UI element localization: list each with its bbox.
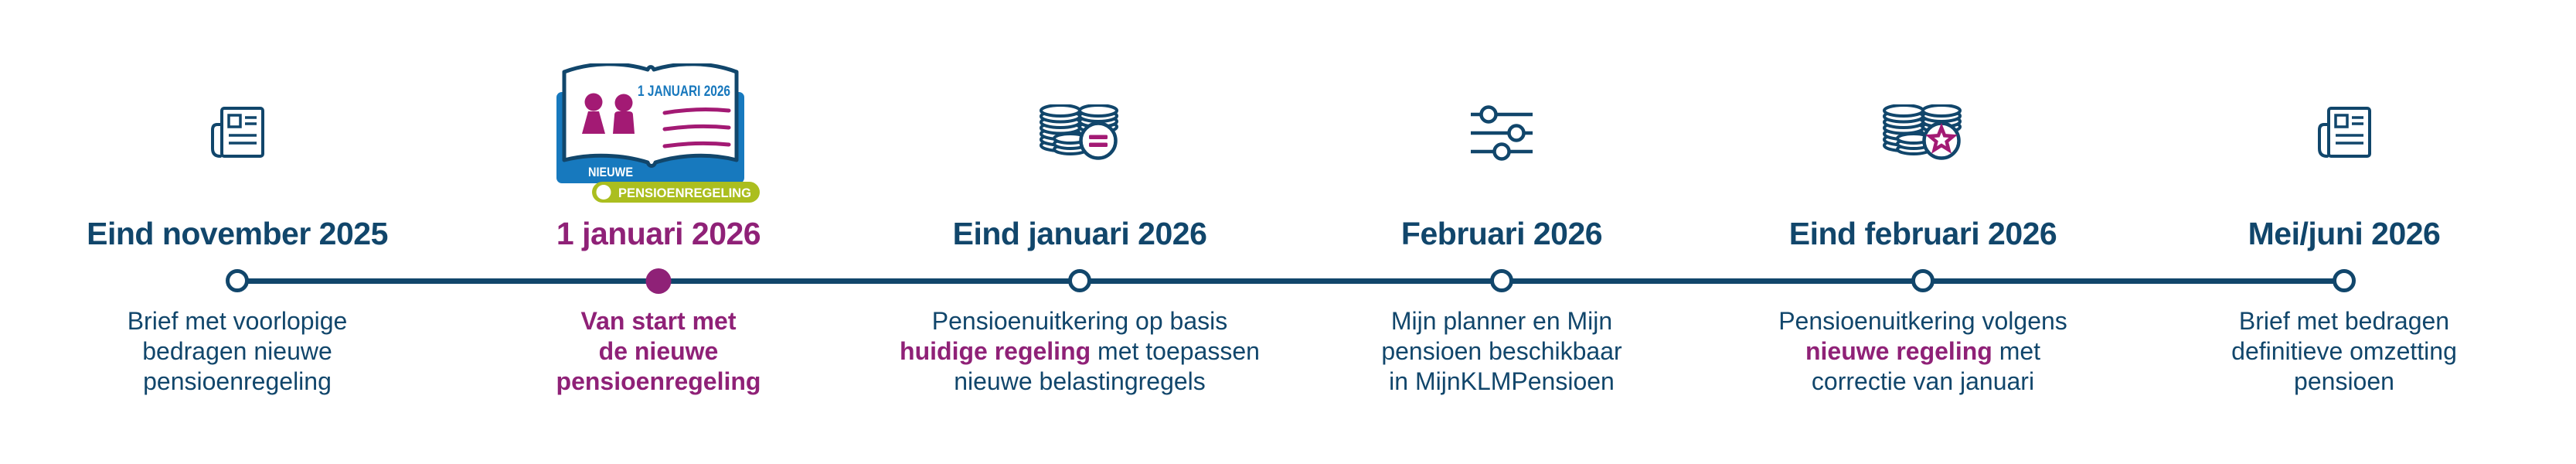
description-text: pensioenregeling (556, 367, 761, 395)
milestone-title: Februari 2026 (1400, 216, 1603, 251)
description-text: pensioen (2294, 367, 2394, 395)
milestone-title: Mei/juni 2026 (2248, 216, 2441, 251)
coins-star-icon (1883, 104, 1962, 160)
timeline-dot (1490, 269, 1513, 292)
description-text: Mijn planner en Mijn (1390, 307, 1613, 335)
timeline-dot (2333, 269, 2356, 292)
description-line: huidige regeling met toepassen (871, 336, 1288, 367)
description-line: pensioenregeling (29, 367, 446, 397)
milestone-title: Eind februari 2026 (1788, 216, 2057, 251)
description-text: in MijnKLMPensioen (1389, 367, 1615, 395)
description-line: Pensioenuitkering op basis (871, 306, 1288, 336)
sliders-icon (1471, 105, 1533, 161)
logo-date-label: 1 JANUARI 2026 (638, 84, 730, 100)
logo-text-line (662, 124, 731, 131)
description-text: bedragen nieuwe (142, 337, 332, 365)
description-text: met (1992, 337, 2041, 365)
description-text: Pensioenuitkering op basis (931, 307, 1228, 335)
milestone-1-januari-2026: 1 JANUARI 2026 NIEUWE PENSIOENREGELING 1… (450, 0, 867, 464)
logo-pill-label: PENSIOENREGELING (618, 186, 751, 200)
description-line: definitieve omzetting (2135, 336, 2553, 367)
timeline-line (237, 278, 2344, 284)
description-line: Brief met voorlopige (29, 306, 446, 336)
description-text: huidige regeling (900, 337, 1091, 365)
description-text: pensioenregeling (143, 367, 332, 395)
description-line: pensioen beschikbaar (1293, 336, 1710, 367)
description-text: correctie van januari (1811, 367, 2035, 395)
description-line: Pensioenuitkering volgens (1714, 306, 2132, 336)
newspaper-icon (2318, 107, 2371, 158)
milestone-title: Eind november 2025 (87, 216, 388, 251)
logo-text-line (662, 107, 731, 115)
timeline-dot (226, 269, 249, 292)
milestone-icon-box (1714, 104, 2132, 161)
timeline-dot (1068, 269, 1091, 292)
description-line: pensioenregeling (450, 367, 867, 397)
milestone-icon-box (871, 104, 1288, 161)
coins-equals-icon (1040, 104, 1118, 160)
timeline-dot (1911, 269, 1935, 292)
person-icon (582, 111, 605, 134)
description-text: Brief met bedragen (2238, 307, 2450, 335)
logo-text-line (662, 141, 731, 148)
description-line: pensioen (2135, 367, 2553, 397)
description-line: in MijnKLMPensioen (1293, 367, 1710, 397)
description-line: nieuwe regeling met (1714, 336, 2132, 367)
logo-pill (592, 182, 760, 203)
milestone-eind-januari-2026: Eind januari 2026 Pensioenuitkering op b… (871, 0, 1288, 464)
logo-pill-dot (596, 185, 611, 200)
newspaper-icon (211, 107, 264, 158)
person-icon (613, 111, 635, 134)
description-text: Pensioenuitkering volgens (1778, 307, 2067, 335)
milestone-eind-februari-2026: Eind februari 2026 Pensioenuitkering vol… (1714, 0, 2132, 464)
milestone-title: Eind januari 2026 (952, 216, 1207, 251)
person-icon (584, 93, 603, 111)
description-line: bedragen nieuwe (29, 336, 446, 367)
description-line: Van start met (450, 306, 867, 336)
description-text: nieuwe belastingregels (954, 367, 1206, 395)
description-line: correctie van januari (1714, 367, 2132, 397)
milestone-logo-box: 1 JANUARI 2026 NIEUWE PENSIOENREGELING (556, 62, 761, 203)
description-text: pensioen beschikbaar (1381, 337, 1622, 365)
description-line: nieuwe belastingregels (871, 367, 1288, 397)
timeline-dot-active (645, 268, 672, 294)
nieuwe-pensioenregeling-logo: 1 JANUARI 2026 NIEUWE PENSIOENREGELING (556, 62, 760, 203)
milestone-icon-box (1293, 105, 1710, 161)
open-book-icon (562, 62, 739, 168)
description-text: Van start met (580, 307, 737, 335)
description-text: nieuwe regeling (1805, 337, 1992, 365)
description-text: de nieuwe (598, 337, 719, 365)
description-text: met toepassen (1091, 337, 1260, 365)
description-text: Brief met voorlopige (127, 307, 348, 335)
description-line: Brief met bedragen (2135, 306, 2553, 336)
milestone-icon-box (29, 105, 446, 161)
description-text: definitieve omzetting (2231, 337, 2457, 365)
description-line: de nieuwe (450, 336, 867, 367)
milestone-title: 1 januari 2026 (556, 216, 761, 251)
milestone-icon-box (2135, 105, 2553, 161)
logo-top-label: NIEUWE (588, 165, 633, 179)
person-icon (614, 94, 633, 112)
description-line: Mijn planner en Mijn (1293, 306, 1710, 336)
